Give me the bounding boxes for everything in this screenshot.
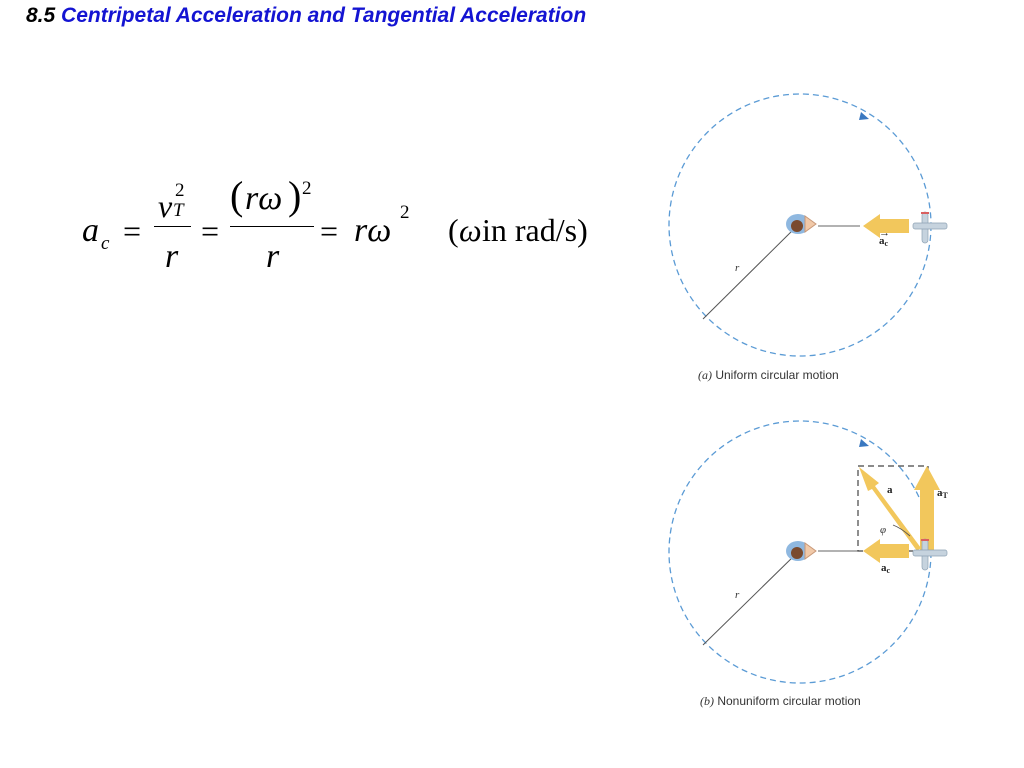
eq-lhs: a [82, 212, 99, 249]
figure-a-caption-text: Uniform circular motion [712, 368, 839, 382]
figure-b-caption: (b) Nonuniform circular motion [700, 694, 861, 709]
eq-equals-1: = [123, 213, 142, 249]
eq-result-sup: 2 [400, 202, 410, 223]
section-name: Centripetal Acceleration and Tangential … [61, 4, 587, 27]
figure-b-diagram: r φ a aT ac [668, 420, 949, 684]
centripetal-accel-arrow [863, 539, 909, 563]
eq-equals-2: = [201, 213, 220, 249]
total-accel-label: a [887, 484, 893, 496]
figure-a-diagram: r ac → [668, 93, 948, 357]
eq-lhs-sub: c [101, 233, 110, 254]
eq-frac1-bar [154, 226, 191, 228]
eq-note-text: in rad/s) [482, 212, 588, 248]
figure-a-caption-label: (a) [698, 368, 712, 382]
eq-frac2-open-paren: ( [230, 173, 244, 218]
figure-a-caption: (a) Uniform circular motion [698, 368, 839, 383]
centripetal-accel-label: ac [879, 235, 889, 248]
radius-label: r [735, 262, 740, 274]
tangential-accel-arrow [914, 466, 940, 551]
figure-b-caption-label: (b) [700, 694, 714, 708]
eq-frac1-den: r [165, 238, 179, 275]
figure-nonuniform-circular-motion: r φ a aT ac (b) Nonuniform circular moti… [655, 410, 955, 710]
eq-frac1-num-sub: T [173, 200, 184, 221]
figure-b-caption-text: Nonuniform circular motion [714, 694, 861, 708]
slide-title: 8.5 Centripetal Acceleration and Tangent… [26, 4, 586, 28]
eq-frac1-num-var: v [158, 188, 173, 224]
airplane-icon [912, 538, 948, 571]
eq-result: rω [354, 212, 392, 249]
eq-equals-3: = [320, 213, 339, 249]
total-accel-arrow [859, 467, 921, 551]
eq-frac2-num-body: rω [245, 180, 283, 217]
angle-arc [892, 524, 911, 537]
tangential-accel-label: aT [937, 487, 949, 500]
angle-label: φ [880, 524, 886, 536]
section-number: 8.5 [26, 4, 56, 27]
eq-note-open: ( [448, 212, 459, 248]
vector-arrow-mark: → [879, 227, 890, 239]
eq-frac2-den: r [266, 238, 280, 275]
eq-frac1-num-sup: 2 [175, 180, 185, 201]
eq-note-symbol: ω [459, 212, 482, 248]
centripetal-accel-label: ac [881, 562, 891, 575]
radius-line [702, 225, 798, 320]
pilot-figure-icon [786, 541, 817, 561]
radius-line [702, 552, 798, 646]
pilot-figure-icon [786, 214, 817, 234]
eq-frac2-close-paren: ) [288, 173, 302, 218]
eq-frac2-num-sup: 2 [302, 178, 312, 199]
airplane-icon [912, 211, 948, 244]
direction-arrowhead-icon [859, 112, 869, 120]
radius-label: r [735, 589, 740, 601]
figure-uniform-circular-motion: r ac → (a) Uniform circular motion [655, 86, 955, 386]
eq-frac2-bar [230, 226, 314, 228]
direction-arrowhead-icon [859, 439, 869, 447]
centripetal-accel-arrow [863, 214, 909, 238]
